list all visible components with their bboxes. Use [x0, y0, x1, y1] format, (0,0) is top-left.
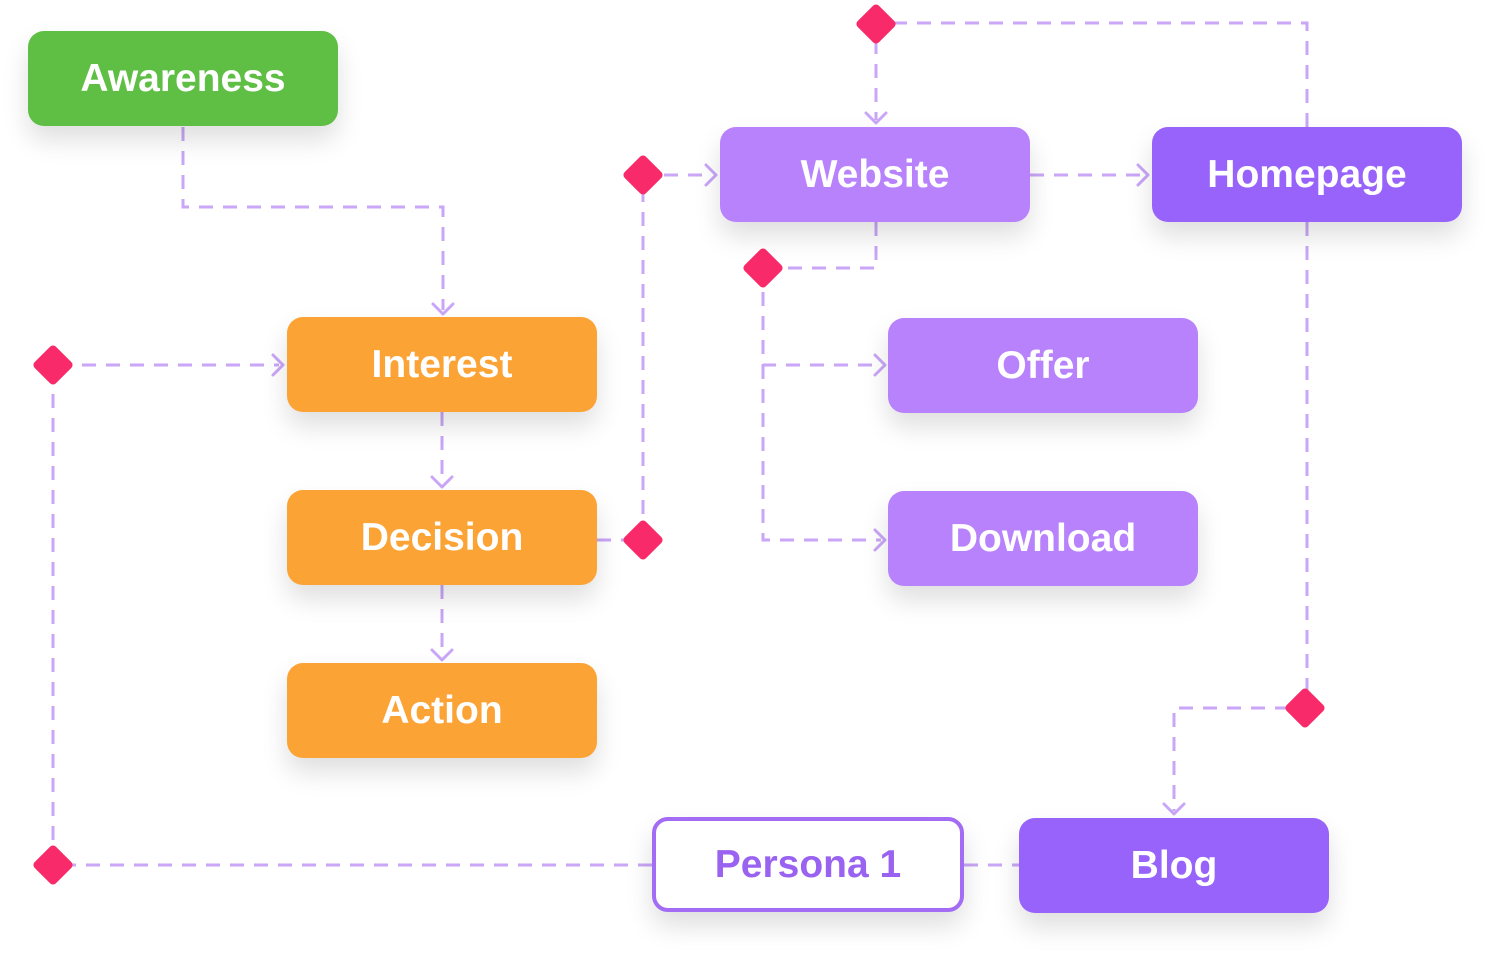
arrowhead-website-left — [704, 163, 718, 187]
decision-diamond-icon — [33, 345, 73, 385]
node-label: Decision — [360, 515, 524, 559]
decision-diamond-icon — [33, 845, 73, 885]
homepage-node[interactable]: Homepage — [1152, 127, 1462, 222]
arrowhead-interest-top — [431, 302, 455, 316]
edge-branch-offer — [761, 268, 881, 367]
arrowhead-decision-top — [430, 475, 454, 489]
node-label: Blog — [1130, 843, 1218, 887]
arrowhead-download-left — [873, 528, 887, 552]
node-label: Persona 1 — [714, 842, 902, 886]
download-node[interactable]: Download — [888, 491, 1198, 586]
edge-website-branch — [763, 222, 878, 270]
edge-homepage-website-loop — [874, 21, 1309, 127]
arrowhead-interest-left — [271, 353, 285, 377]
edge-decision-website — [597, 173, 712, 542]
arrowhead-blog-top — [1162, 802, 1186, 816]
arrowhead-website-top — [864, 111, 888, 125]
persona-node[interactable]: Persona 1 — [652, 817, 964, 912]
edge-awareness-interest — [181, 127, 445, 310]
action-node[interactable]: Action — [287, 663, 597, 758]
decision-diamond-icon — [743, 248, 783, 288]
node-label: Offer — [996, 343, 1090, 387]
edge-persona-interest-loop — [51, 363, 652, 867]
decision-diamond-icon — [623, 155, 663, 195]
interest-node[interactable]: Interest — [287, 317, 597, 412]
decision-diamond-icon — [623, 520, 663, 560]
node-label: Interest — [371, 342, 513, 386]
node-label: Awareness — [80, 56, 286, 100]
node-label: Homepage — [1207, 152, 1407, 196]
node-label: Download — [949, 516, 1137, 560]
node-label: Website — [800, 152, 950, 196]
edge-branch-download — [761, 365, 881, 542]
arrowhead-offer-left — [873, 353, 887, 377]
decision-node[interactable]: Decision — [287, 490, 597, 585]
blog-node[interactable]: Blog — [1019, 818, 1329, 913]
website-node[interactable]: Website — [720, 127, 1030, 222]
decision-diamond-icon — [1285, 688, 1325, 728]
arrowhead-homepage-left — [1136, 163, 1150, 187]
arrowhead-action-top — [430, 648, 454, 662]
decision-diamond-icon — [856, 4, 896, 44]
edge-homepage-blog — [1172, 222, 1309, 811]
node-label: Action — [381, 688, 503, 732]
offer-node[interactable]: Offer — [888, 318, 1198, 413]
awareness-node[interactable]: Awareness — [28, 31, 338, 126]
